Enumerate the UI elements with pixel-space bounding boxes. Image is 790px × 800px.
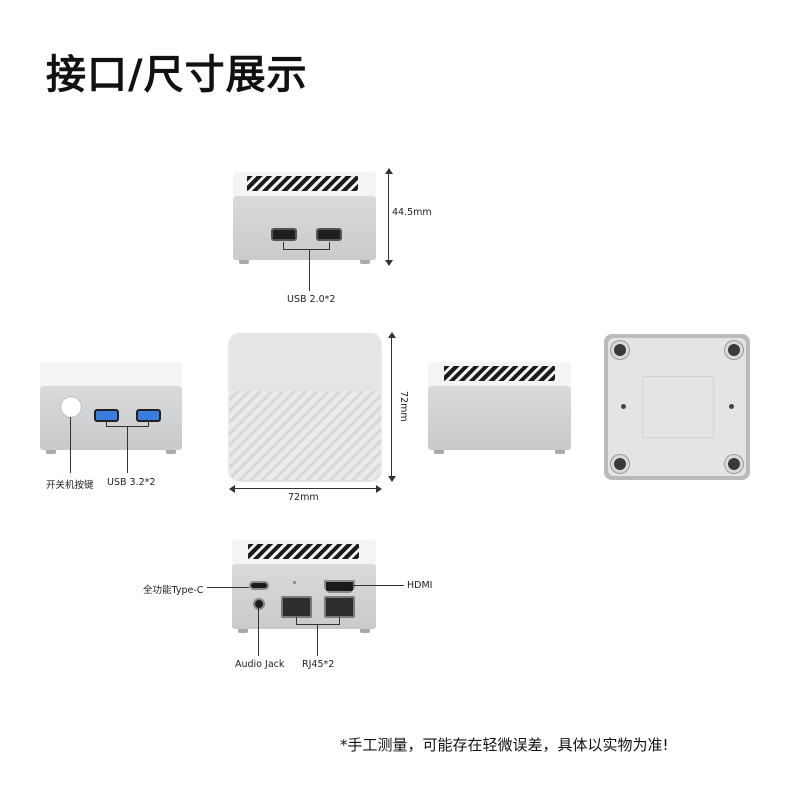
device-body [233,196,376,260]
power-button [60,396,82,418]
screw-icon [611,341,629,359]
device-foot [360,629,370,633]
device-view-front [40,362,182,454]
usb2-port [271,228,297,241]
callout-line [283,242,284,250]
device-foot [555,450,565,454]
callout-line [283,249,330,250]
device-view-side [428,362,571,454]
device-top-cap [40,362,182,386]
footnote: *手工测量，可能存在轻微误差，具体以实物为准! [340,736,669,754]
callout-line [309,249,310,291]
screw-icon [729,404,734,409]
arrow-down-icon [388,476,396,482]
device-foot [238,629,248,633]
hdmi-port [324,580,355,593]
device-view-usb2-side [233,172,376,264]
label-hdmi: HDMI [407,580,433,591]
screw-icon [621,404,626,409]
label-rj45: RJ45*2 [302,659,335,670]
dimension-width: 72mm [288,492,319,503]
dimension-line-height [388,170,389,264]
vent-grille [247,176,358,191]
callout-line [329,242,330,250]
callout-line [207,587,249,588]
device-top-view [229,333,381,480]
audio-jack [253,598,265,610]
label-audio: Audio Jack [235,659,285,670]
device-foot [434,450,444,454]
usb2-port [316,228,342,241]
vent-grille [444,366,555,381]
device-foot [166,450,176,454]
arrow-up-icon [388,332,396,338]
callout-line [296,617,297,625]
lid-smooth-area [229,333,381,391]
callout-line [106,420,107,427]
callout-line [148,420,149,427]
lid-striped-area [229,391,381,480]
device-view-rear-io [232,540,376,633]
callout-line [296,624,340,625]
label-usb2: USB 2.0*2 [287,294,336,305]
device-body [428,386,571,450]
callout-line [70,417,71,473]
label-typec: 全功能Type-C [143,585,204,596]
screw-icon [611,455,629,473]
arrow-left-icon [229,485,235,493]
dimension-height: 44.5mm [392,207,432,218]
arrow-right-icon [376,485,382,493]
rj45-port [281,596,312,618]
label-power-button: 开关机按键 [46,480,94,491]
callout-line [258,608,259,656]
bottom-label-area [642,376,714,438]
callout-line [339,617,340,625]
device-foot [360,260,370,264]
page-title: 接口/尺寸展示 [46,52,308,98]
arrow-down-icon [385,260,393,266]
dimension-line-depth [391,334,392,480]
label-usb3: USB 3.2*2 [107,477,156,488]
device-foot [239,260,249,264]
device-bottom-view [604,334,750,480]
rj45-port [324,596,355,618]
arrow-up-icon [385,168,393,174]
typec-port [249,581,269,590]
bottom-panel [608,338,746,476]
dimension-line-width [232,488,379,489]
callout-line [127,426,128,473]
dimension-depth: 72mm [398,391,409,422]
screw-icon [725,341,743,359]
vent-grille [248,544,359,559]
callout-line [352,585,404,586]
callout-line [317,624,318,656]
device-foot [46,450,56,454]
screw-icon [725,455,743,473]
led-indicator [293,581,296,584]
